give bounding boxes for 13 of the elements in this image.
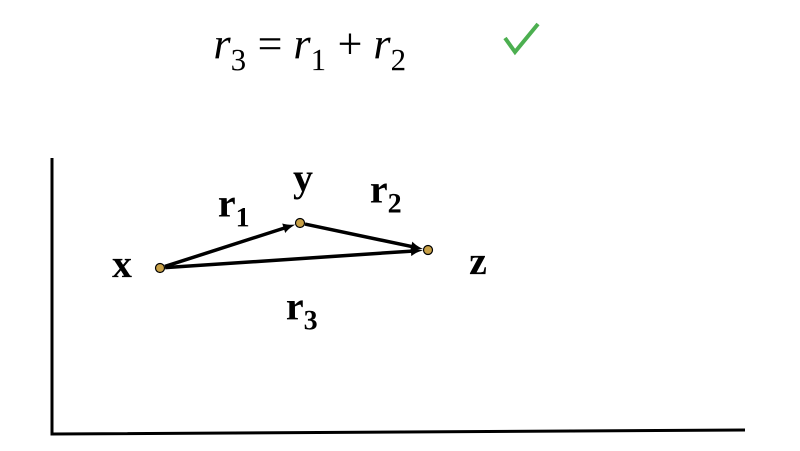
point-label: y xyxy=(293,172,313,200)
point-label: z xyxy=(470,256,486,274)
point-label: x xyxy=(112,258,132,278)
point xyxy=(294,218,306,228)
point xyxy=(422,244,434,256)
edge-label: r$_{3}$ xyxy=(286,300,317,330)
formula-title: r$_{3}$ = r$_{1}$ + r$_{2}$ xyxy=(215,34,404,70)
edge-label: r$_{2}$ xyxy=(370,184,400,212)
arrow xyxy=(304,222,420,251)
arrow xyxy=(164,247,420,270)
point xyxy=(154,262,166,274)
arrow xyxy=(164,224,292,268)
edge-label: r$_{1}$ xyxy=(218,198,248,226)
